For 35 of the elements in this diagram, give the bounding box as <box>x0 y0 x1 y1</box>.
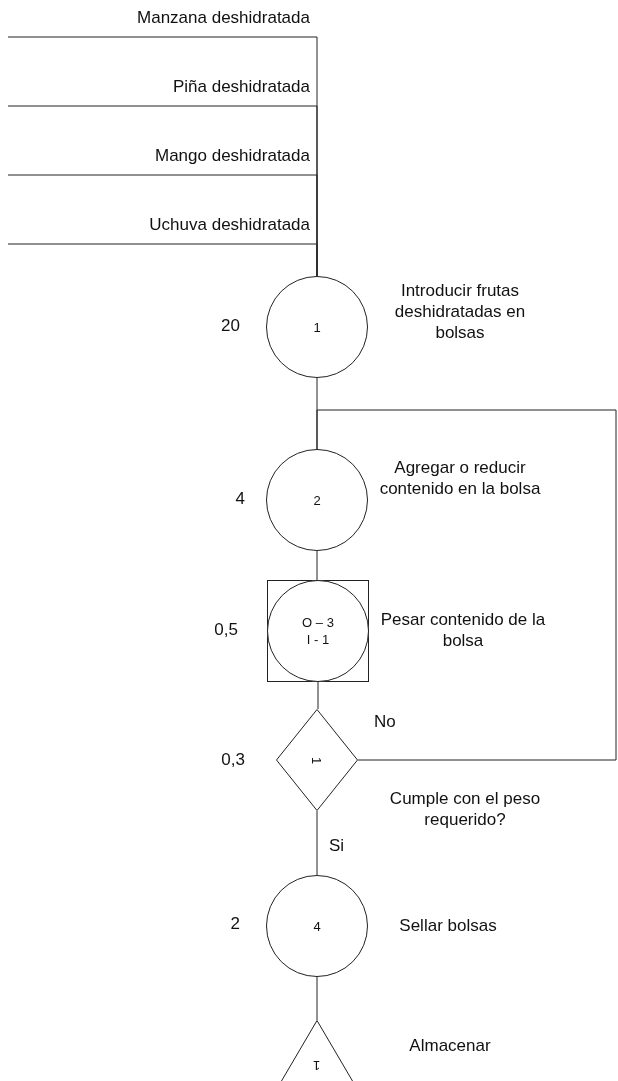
connector-line <box>317 681 319 710</box>
decision-diamond <box>276 709 358 811</box>
input-label: Manzana deshidratada <box>137 8 310 37</box>
edge-label: Si <box>329 836 345 856</box>
operation-circle <box>266 449 368 551</box>
symbol-number: 2 <box>313 491 321 509</box>
connector-line <box>316 976 318 1021</box>
step-description: Almacenar <box>408 1035 492 1056</box>
operation-circle <box>266 875 368 977</box>
symbol-number: 1 <box>313 1056 321 1074</box>
time-value: 0,5 <box>213 620 238 640</box>
input-label: Piña deshidratada <box>172 77 310 106</box>
connector-line <box>316 409 617 761</box>
edge-label: No <box>374 712 396 732</box>
connector-line <box>316 810 318 876</box>
input-label: Mango deshidratada <box>155 146 310 175</box>
time-value: 0,3 <box>220 750 245 770</box>
connector-line <box>316 550 318 581</box>
symbol-number: I - 1 <box>306 631 330 648</box>
time-value: 2 <box>229 914 240 934</box>
symbol-number: O – 3 <box>302 614 334 631</box>
connector-line <box>309 243 318 277</box>
step-description: Introducir frutas deshidratadas en bolsas <box>393 280 527 343</box>
symbol-number: 1 <box>308 756 326 764</box>
time-value: 4 <box>234 489 245 509</box>
input-label: Uchuva deshidratada <box>149 215 310 244</box>
operation-circle <box>266 276 368 378</box>
symbol-number: 4 <box>313 917 321 935</box>
symbol-number: 1 <box>313 318 321 336</box>
step-description: Pesar contenido de la bolsa <box>379 609 547 651</box>
step-description: Sellar bolsas <box>398 915 498 936</box>
time-value: 20 <box>220 316 240 336</box>
step-description: Cumple con el peso requerido? <box>388 788 542 830</box>
step-description: Agregar o reducir contenido en la bolsa <box>378 457 542 499</box>
combined-operation-symbol <box>267 580 369 682</box>
